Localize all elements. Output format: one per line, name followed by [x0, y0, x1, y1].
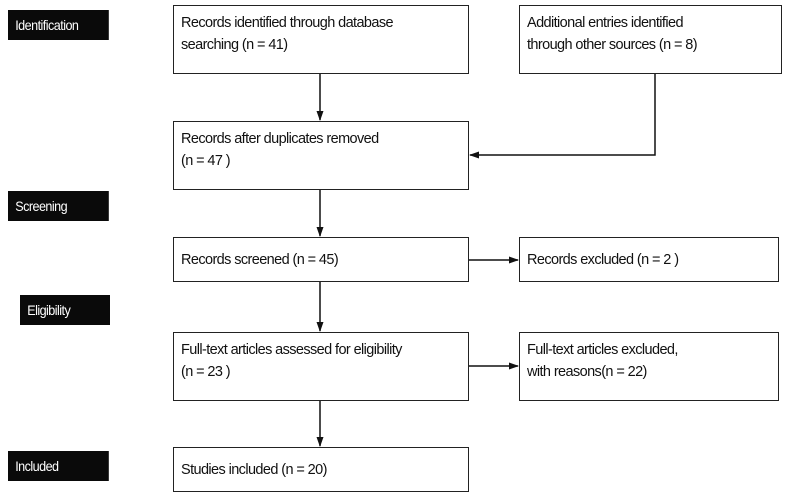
excluded-box: Records excluded (n = 2 )	[519, 237, 779, 282]
other-sources-box: Additional entries identified through ot…	[519, 5, 782, 74]
after-duplicates-line-2: (n = 47 )	[181, 153, 231, 169]
fulltext-assessed-line-1: Full-text articles assessed for eligibil…	[181, 342, 402, 358]
stage-label-screening: Screening	[8, 191, 109, 221]
stage-label-included: Included	[8, 451, 109, 481]
stage-label-eligibility: Eligibility	[20, 295, 110, 325]
included-studies-box: Studies included (n = 20)	[173, 447, 469, 492]
included-studies-line-1: Studies included (n = 20)	[181, 462, 327, 478]
after-duplicates-box: Records after duplicates removed (n = 47…	[173, 121, 469, 190]
other-sources-line-1: Additional entries identified	[527, 15, 684, 31]
screened-box: Records screened (n = 45)	[173, 237, 469, 282]
fulltext-assessed-box: Full-text articles assessed for eligibil…	[173, 332, 469, 401]
excluded-line-1: Records excluded (n = 2 )	[527, 252, 679, 268]
fulltext-excluded-box: Full-text articles excluded, with reason…	[519, 332, 779, 401]
fulltext-excluded-line-1: Full-text articles excluded,	[527, 342, 678, 358]
other-sources-line-2: through other sources (n = 8)	[527, 37, 698, 53]
db-search-line-2: searching (n = 41)	[181, 37, 288, 53]
stage-label-identification: Identification	[8, 10, 109, 40]
fulltext-excluded-line-2: with reasons(n = 22)	[527, 364, 647, 380]
after-duplicates-line-1: Records after duplicates removed	[181, 131, 379, 147]
fulltext-assessed-line-2: (n = 23 )	[181, 364, 231, 380]
screened-line-1: Records screened (n = 45)	[181, 252, 339, 268]
arrow-other-to-duplicates	[469, 74, 656, 159]
db-search-line-1: Records identified through database	[181, 15, 394, 31]
db-search-box: Records identified through database sear…	[173, 5, 469, 74]
